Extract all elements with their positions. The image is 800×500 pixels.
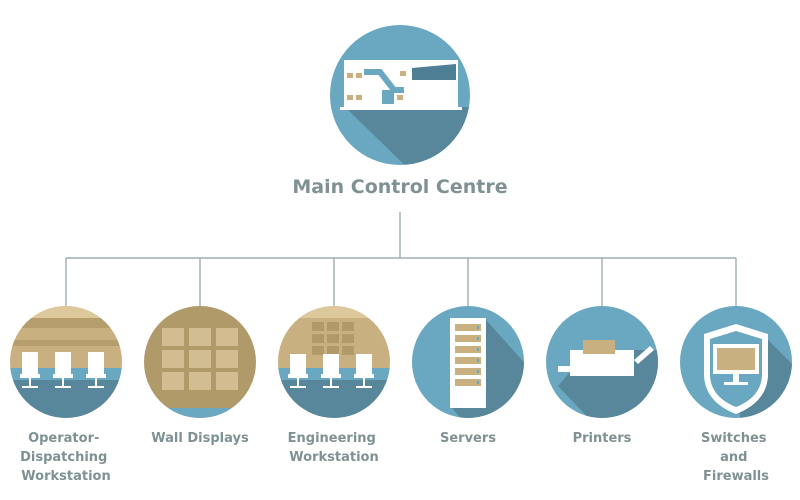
label-line: Engineering: [288, 431, 376, 446]
workstation-chairs-icon: [10, 306, 122, 418]
child-label-servers: Servers: [440, 431, 496, 446]
root-title: Main Control Centre: [292, 176, 507, 198]
label-line: Workstation: [289, 450, 378, 465]
label-line: Workstation: [21, 469, 110, 484]
building-icon: [330, 25, 470, 165]
label-line: Firewalls: [703, 469, 769, 484]
child-label-engineering: Engineering Workstation: [288, 431, 381, 465]
engineering-workstation-icon: [278, 306, 390, 418]
child-label-operator: Operator- Dispatching Workstation: [20, 431, 112, 484]
child-label-switches: Switches and Firewalls: [701, 431, 771, 484]
shield-monitor-icon: [680, 306, 792, 418]
child-label-printers: Printers: [573, 431, 632, 446]
label-line: Printers: [573, 431, 632, 446]
label-line: Servers: [440, 431, 496, 446]
label-line: Operator-: [28, 431, 99, 446]
label-line: Switches: [701, 431, 767, 446]
wall-displays-icon: [144, 306, 256, 418]
connector-lines: [65, 212, 737, 306]
child-label-wall: Wall Displays: [151, 431, 249, 446]
label-line: Wall Displays: [151, 431, 249, 446]
label-line: and: [720, 450, 747, 465]
printer-icon: [546, 306, 658, 418]
label-line: Dispatching: [20, 450, 107, 465]
server-rack-icon: [412, 306, 524, 418]
